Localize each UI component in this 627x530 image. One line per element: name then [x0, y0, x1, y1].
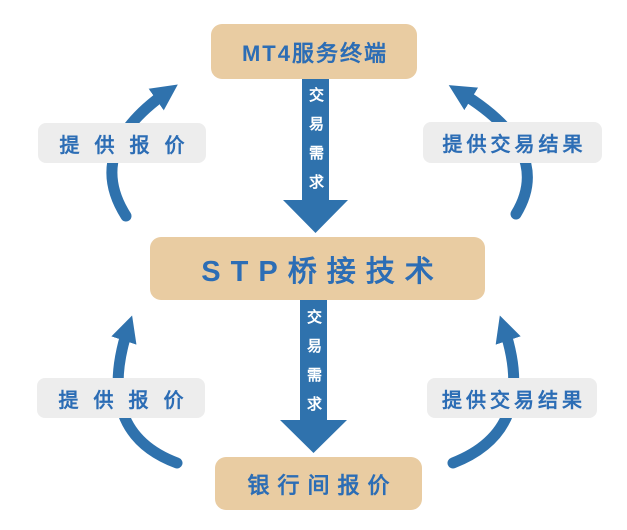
label-provide-quote-upper: 提供报价	[38, 123, 206, 163]
down-arrow-top-label: 交易需求	[307, 87, 324, 203]
node-interbank-quote: 银行间报价	[215, 457, 422, 510]
down-arrow-top	[283, 78, 348, 233]
label-provide-trade-result-upper: 提供交易结果	[423, 122, 602, 163]
down-arrow-bottom	[280, 299, 347, 453]
node-mt4-terminal: MT4服务终端	[211, 24, 417, 79]
label-provide-trade-result-lower: 提供交易结果	[427, 378, 597, 418]
label-provide-quote-lower: 提供报价	[37, 378, 205, 418]
node-stp-bridge: STP桥接技术	[150, 237, 485, 300]
down-arrow-bottom-label: 交易需求	[305, 309, 322, 425]
